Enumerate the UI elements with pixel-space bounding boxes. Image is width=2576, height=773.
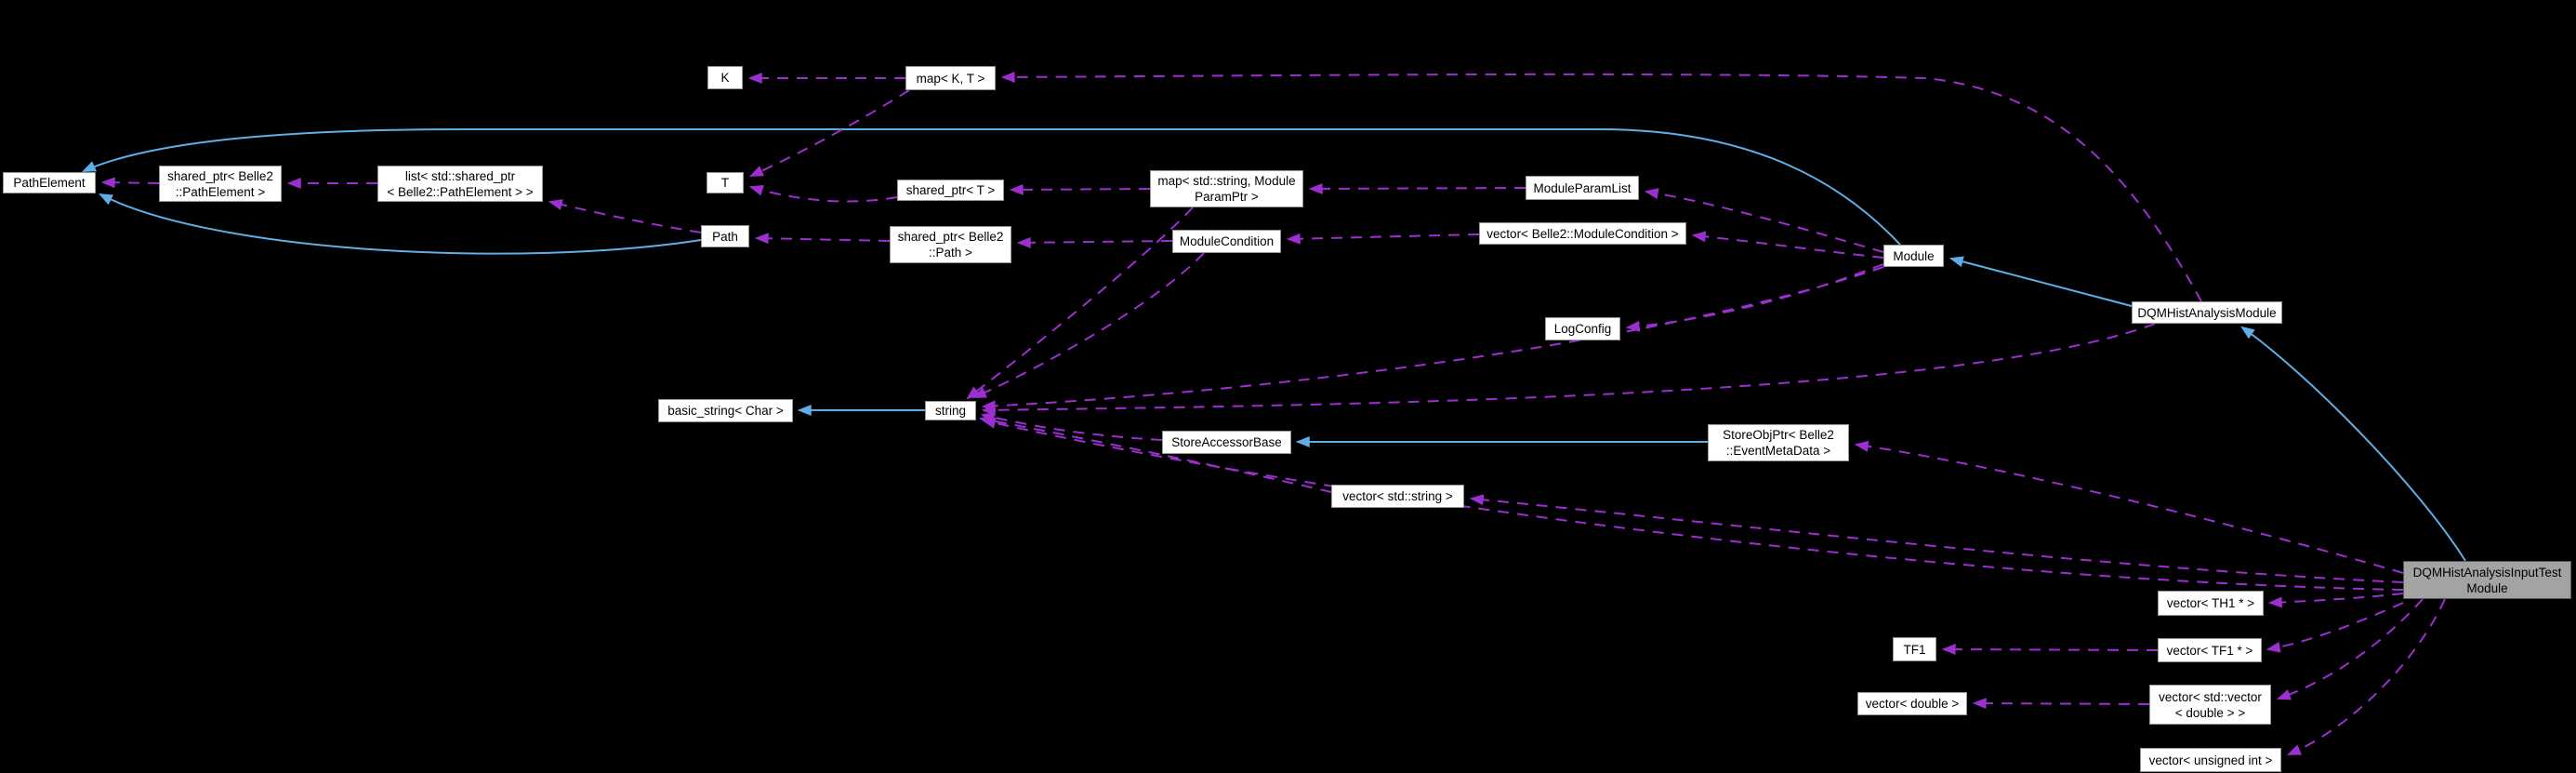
edge-module-string <box>981 266 1884 412</box>
edge-module_condition-string <box>971 252 1205 398</box>
node-shared-ptr-T[interactable]: shared_ptr< T > <box>897 180 1004 201</box>
node-DQMHistAnalysisInputTestModule[interactable]: DQMHistAnalysisInputTest Module <box>2403 561 2571 599</box>
edge-module_param_list-map_module_param <box>1308 182 1526 194</box>
node-vector-double[interactable]: vector< double > <box>1857 692 1967 715</box>
edge-shared_ptr_path_element-path_element <box>100 177 160 189</box>
node-shared-ptr-PathElement[interactable]: shared_ptr< Belle2 ::PathElement > <box>159 166 282 202</box>
node-vector-unsigned-int[interactable]: vector< unsigned int > <box>2140 748 2281 772</box>
edge-dqm_hist_analysis_module-module <box>1949 256 2133 307</box>
node-T[interactable]: T <box>707 172 744 193</box>
node-list-shared-ptr-PathElement[interactable]: list< std::shared_ptr < Belle2::PathElem… <box>377 166 543 202</box>
edge-dqm_input_test-vector_tf1 <box>2266 602 2404 653</box>
edge-vector_module_condition-module_condition <box>1286 233 1480 245</box>
node-vector-ModuleCondition[interactable]: vector< Belle2::ModuleCondition > <box>1479 222 1686 245</box>
edge-module_condition-shared_ptr_belle2_path <box>1016 236 1173 248</box>
node-vector-vector-double[interactable]: vector< std::vector < double > > <box>2149 685 2271 725</box>
edge-shared_ptr_belle2_path-path <box>754 233 891 245</box>
edge-path-path_element <box>98 193 702 255</box>
edge-dqm_input_test-vector_vector_double <box>2276 598 2424 700</box>
node-K[interactable]: K <box>707 66 743 89</box>
node-vector-TH1[interactable]: vector< TH1 * > <box>2158 591 2264 616</box>
edge-module-path_element <box>81 128 1901 246</box>
node-map-string-ModuleParamPtr[interactable]: map< std::string, Module ParamPtr > <box>1150 170 1303 207</box>
edge-dqm_input_test-store_obj_ptr <box>1854 440 2404 574</box>
node-StoreAccessorBase[interactable]: StoreAccessorBase <box>1162 431 1291 454</box>
node-vector-TF1[interactable]: vector< TF1 * > <box>2158 638 2262 662</box>
node-map-K-T[interactable]: map< K, T > <box>905 66 996 90</box>
edge-dqm_input_test-string <box>981 417 2404 591</box>
edge-dqm_hist_analysis_module-string <box>981 323 2156 416</box>
edge-dqm_input_test-vector_th1 <box>2267 593 2404 608</box>
node-StoreObjPtr-EventMetaData[interactable]: StoreObjPtr< Belle2 ::EventMetaData > <box>1708 424 1849 461</box>
node-string[interactable]: string <box>925 401 976 420</box>
node-basic-string-Char[interactable]: basic_string< Char > <box>658 399 793 422</box>
node-TF1[interactable]: TF1 <box>1893 637 1936 661</box>
node-LogConfig[interactable]: LogConfig <box>1545 317 1620 340</box>
edge-dqm_input_test-dqm_hist_analysis_module <box>2240 326 2466 562</box>
node-shared-ptr-Belle2-Path[interactable]: shared_ptr< Belle2 ::Path > <box>890 226 1011 263</box>
node-ModuleCondition[interactable]: ModuleCondition <box>1172 230 1281 253</box>
node-PathElement[interactable]: PathElement <box>3 172 96 193</box>
edge-module-vector_module_condition <box>1691 231 1884 259</box>
edge-map_module_param-shared_ptr_t <box>1009 183 1151 195</box>
node-Path[interactable]: Path <box>701 225 749 247</box>
edge-map_kt-t <box>748 89 910 177</box>
edge-module-module_param_list <box>1644 188 1884 253</box>
edge-vector_vector_double-vector_double <box>1972 698 2150 710</box>
edge-module-log_config <box>1625 263 1884 332</box>
edge-shared_ptr_t-t <box>748 185 898 203</box>
edge-path-list_shared_ptr <box>548 199 702 233</box>
edge-store_accessor_base-string <box>980 412 1163 441</box>
node-Module[interactable]: Module <box>1883 245 1944 267</box>
node-vector-std-string[interactable]: vector< std::string > <box>1331 485 1464 508</box>
edge-dqm_input_test-vector_unsigned_int <box>2286 598 2446 755</box>
edge-dqm_input_test-vector_string <box>1469 494 2404 583</box>
edge-dqm_hist_analysis_module-map_kt <box>1000 71 2202 302</box>
node-DQMHistAnalysisModule[interactable]: DQMHistAnalysisModule <box>2132 301 2282 324</box>
node-ModuleParamList[interactable]: ModuleParamList <box>1526 176 1639 200</box>
edge-vector_string-string <box>978 415 1332 493</box>
edge-vector_tf1-tf1 <box>1941 644 2159 656</box>
